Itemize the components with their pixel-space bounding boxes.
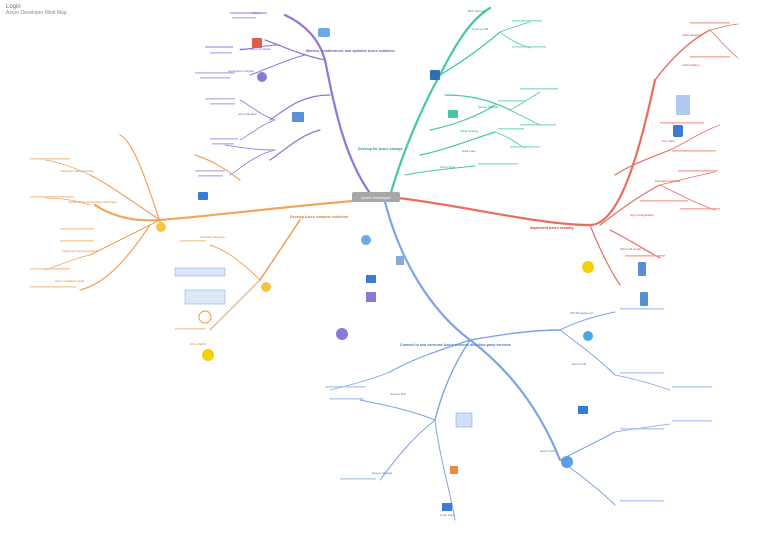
document-title: Login	[6, 4, 21, 10]
child-label: Event Hubs	[540, 449, 556, 453]
child-label: Table Storage	[460, 129, 479, 133]
cloud-api-icon	[561, 456, 573, 468]
document-header: Login Azure Developer Mind Map	[6, 4, 67, 16]
hexagon-icon	[336, 328, 348, 340]
cloud-icon	[318, 28, 330, 37]
database-icon	[430, 70, 440, 80]
chart-icon	[450, 466, 458, 474]
leaf-text-texture	[30, 12, 730, 502]
child-label: API Management	[570, 311, 593, 315]
child-label: Data Lake	[462, 149, 476, 153]
child-label: Queue Storage	[372, 471, 393, 475]
child-label: Azure CDN	[252, 11, 267, 15]
key-icon	[676, 95, 690, 115]
flow-icon-2	[184, 289, 226, 305]
document-subtitle: Azure Developer Mind Map	[6, 10, 67, 16]
branch-labels: Monitor, troubleshoot, and optimize Azur…	[290, 49, 574, 347]
child-label: Cosmos DB	[472, 27, 488, 31]
child-label: Azure Monitor	[238, 112, 257, 116]
center-label: Azure Developer	[361, 195, 391, 200]
child-label: Azure Container Apps	[55, 279, 85, 283]
branch-line-security	[396, 78, 657, 227]
branch-label-security: Implement Azure security	[530, 226, 574, 230]
function-icon	[156, 222, 166, 232]
icon-nodes	[156, 28, 690, 511]
child-label: Azure Cache for Redis	[240, 47, 271, 51]
branch-label-storage: Develop for Azure storage	[358, 147, 403, 151]
flow-icon-1	[174, 267, 226, 277]
monitor-icon	[292, 112, 304, 122]
child-label: Blob Storage	[468, 9, 486, 13]
table-icon	[455, 412, 473, 428]
child-label: Implement IaaS solutions	[60, 169, 94, 173]
child-label: App Configuration	[630, 213, 654, 217]
server-icon	[198, 192, 208, 200]
child-labels: Azure CDN Azure Cache for Redis Applicat…	[55, 9, 701, 517]
shield-icon	[673, 125, 683, 137]
child-label: Azure Files	[440, 165, 456, 169]
child-label: Queue Storage	[478, 105, 499, 109]
branch-label-connect: Connect to and consume Azure services an…	[400, 343, 511, 347]
child-label: Container Registry	[200, 235, 225, 239]
queue-icon	[366, 275, 376, 283]
child-label: Service Bus	[390, 392, 407, 396]
sync-icon	[583, 331, 593, 341]
branch-line-compute	[93, 198, 367, 222]
center-node[interactable]: Azure Developer	[352, 192, 400, 202]
bolt-icon	[582, 261, 594, 273]
child-label: Application Insights	[228, 69, 254, 73]
screen-icon	[442, 503, 452, 511]
child-label: Authorization	[682, 63, 700, 67]
child-label: Authentication	[682, 33, 701, 37]
document-icon	[396, 256, 404, 265]
phone-icon	[638, 262, 646, 276]
branch-line-monitor	[283, 13, 374, 198]
child-label: Event Grid	[572, 362, 587, 366]
flow-icon-4	[202, 349, 214, 361]
branch-label-monitor: Monitor, troubleshoot, and optimize Azur…	[306, 49, 395, 53]
child-label: Microsoft Graph	[620, 247, 642, 251]
container-icon	[361, 235, 371, 245]
child-label: Implement Azure functions	[62, 249, 98, 253]
child-label: Managed Identities	[655, 179, 681, 183]
web-icon	[252, 38, 262, 48]
branch-lines	[44, 6, 739, 521]
storage-icon	[448, 110, 458, 118]
child-label: Create Azure App Service Web Apps	[68, 200, 117, 204]
event-icon	[578, 406, 588, 414]
child-label: Logic Apps	[440, 513, 455, 517]
grid-icon	[366, 292, 376, 302]
lightbulb-icon	[257, 72, 267, 82]
phone-icon-2	[640, 292, 648, 306]
lightning-icon	[261, 282, 271, 292]
child-label: Azure Batch	[190, 342, 207, 346]
child-label: Key Vault	[662, 139, 675, 143]
branch-label-compute: Develop Azure compute solutions	[290, 215, 348, 219]
flow-icon-3	[198, 310, 212, 324]
